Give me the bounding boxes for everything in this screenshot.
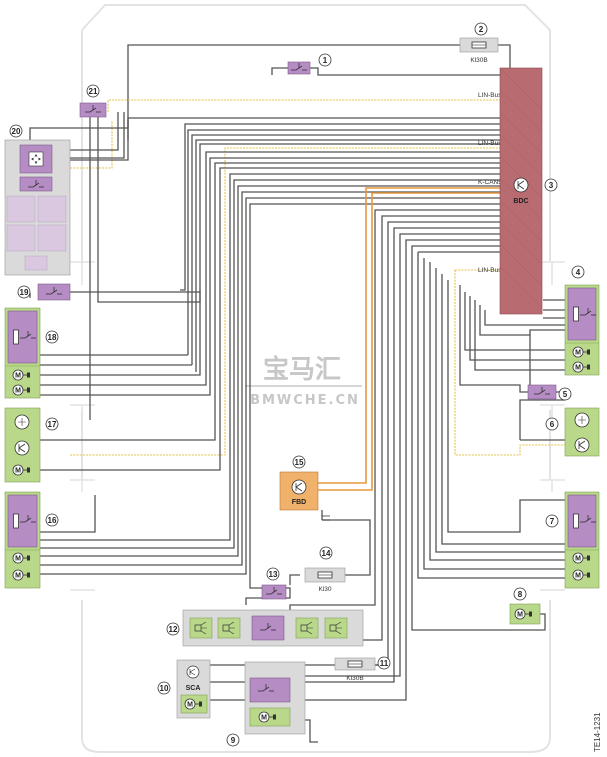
- watermark: 宝马汇 BMWCHE.CN: [245, 354, 362, 408]
- svg-text:5: 5: [563, 390, 568, 399]
- doc-id: TE14-1231: [593, 712, 602, 752]
- label-fbd: FBD: [292, 499, 306, 506]
- svg-text:4: 4: [576, 268, 581, 277]
- component-17-light-module: [4, 407, 41, 483]
- component-6-exterior-light-module: [564, 407, 600, 457]
- component-1-switch: [287, 61, 311, 75]
- component-21-switch: [79, 102, 107, 118]
- svg-text:1: 1: [323, 56, 328, 65]
- svg-text:10: 10: [160, 684, 169, 693]
- callout-20: 20: [9, 124, 23, 138]
- component-5-switch: [527, 384, 557, 400]
- svg-text:6: 6: [550, 420, 555, 429]
- label-kl30b-top: Kl30B: [470, 57, 487, 64]
- component-7-door-module: [564, 491, 600, 589]
- svg-text:21: 21: [89, 87, 98, 96]
- component-3-bdc: BDC: [499, 67, 543, 315]
- component-14-fuse-kl30: Kl30: [304, 567, 346, 593]
- component-12-rear-lights: [182, 609, 364, 647]
- svg-text:18: 18: [48, 333, 57, 342]
- component-16-door-module: [4, 491, 41, 589]
- svg-text:17: 17: [48, 420, 57, 429]
- svg-text:14: 14: [322, 549, 331, 558]
- callout-6: 6: [545, 417, 559, 431]
- svg-text:15: 15: [295, 458, 304, 467]
- callout-4: 4: [571, 265, 585, 279]
- callout-21: 21: [86, 84, 100, 98]
- label-kl30: Kl30: [318, 586, 331, 593]
- component-13-switch: [261, 584, 287, 600]
- component-11-fuse-kl30b: Kl30B: [334, 657, 376, 682]
- component-18-door-module: [4, 307, 41, 399]
- component-8-motor: [509, 603, 541, 625]
- label-lin-bus-1: LIN-Bus: [478, 92, 502, 99]
- label-kl30b-bottom: Kl30B: [346, 675, 363, 682]
- component-4-door-module: [564, 284, 600, 376]
- callout-18: 18: [45, 330, 59, 344]
- component-10-sca: SCA: [176, 659, 211, 719]
- svg-text:19: 19: [20, 288, 29, 297]
- callout-8: 8: [513, 587, 527, 601]
- component-20-switch-cluster: [4, 139, 71, 276]
- callout-1: 1: [318, 53, 332, 67]
- callout-3: 3: [544, 178, 558, 192]
- callout-13: 13: [266, 567, 280, 581]
- svg-text:12: 12: [169, 625, 178, 634]
- callout-17: 17: [45, 417, 59, 431]
- callout-12: 12: [166, 622, 180, 636]
- svg-text:7: 7: [550, 517, 555, 526]
- callout-15: 15: [292, 455, 306, 469]
- callout-2: 2: [474, 22, 488, 36]
- component-2-fuse-kl30b: Kl30B: [459, 37, 499, 64]
- component-15-fbd: FBD: [279, 471, 330, 521]
- component-9-tailgate-module: [244, 661, 306, 735]
- callout-7: 7: [545, 514, 559, 528]
- label-lin-bus-2: LIN-Bus: [478, 140, 502, 147]
- label-sca: SCA: [186, 685, 201, 692]
- component-19-switch: [37, 283, 71, 301]
- svg-text:11: 11: [380, 659, 389, 668]
- callout-10: 10: [157, 681, 171, 695]
- callout-16: 16: [45, 513, 59, 527]
- callouts: 1 2 3 4 5 6 7 8 9 10 11 12 13 14 15 16 1…: [9, 22, 585, 747]
- callout-19: 19: [17, 285, 31, 299]
- svg-text:16: 16: [48, 516, 57, 525]
- label-bdc: BDC: [513, 198, 528, 205]
- watermark-cn: 宝马汇: [263, 354, 341, 385]
- callout-14: 14: [319, 546, 333, 560]
- svg-text:9: 9: [231, 736, 236, 745]
- label-k-can5: K-CAN5: [478, 179, 502, 186]
- callout-11: 11: [377, 656, 391, 670]
- svg-text:2: 2: [479, 25, 484, 34]
- svg-text:13: 13: [269, 570, 278, 579]
- svg-text:8: 8: [518, 590, 523, 599]
- svg-text:3: 3: [549, 181, 554, 190]
- callout-9: 9: [226, 733, 240, 747]
- watermark-en: BMWCHE.CN: [250, 393, 360, 408]
- label-lin-bus-3: LIN-Bus: [478, 267, 502, 274]
- callout-5: 5: [558, 387, 572, 401]
- svg-text:20: 20: [12, 127, 21, 136]
